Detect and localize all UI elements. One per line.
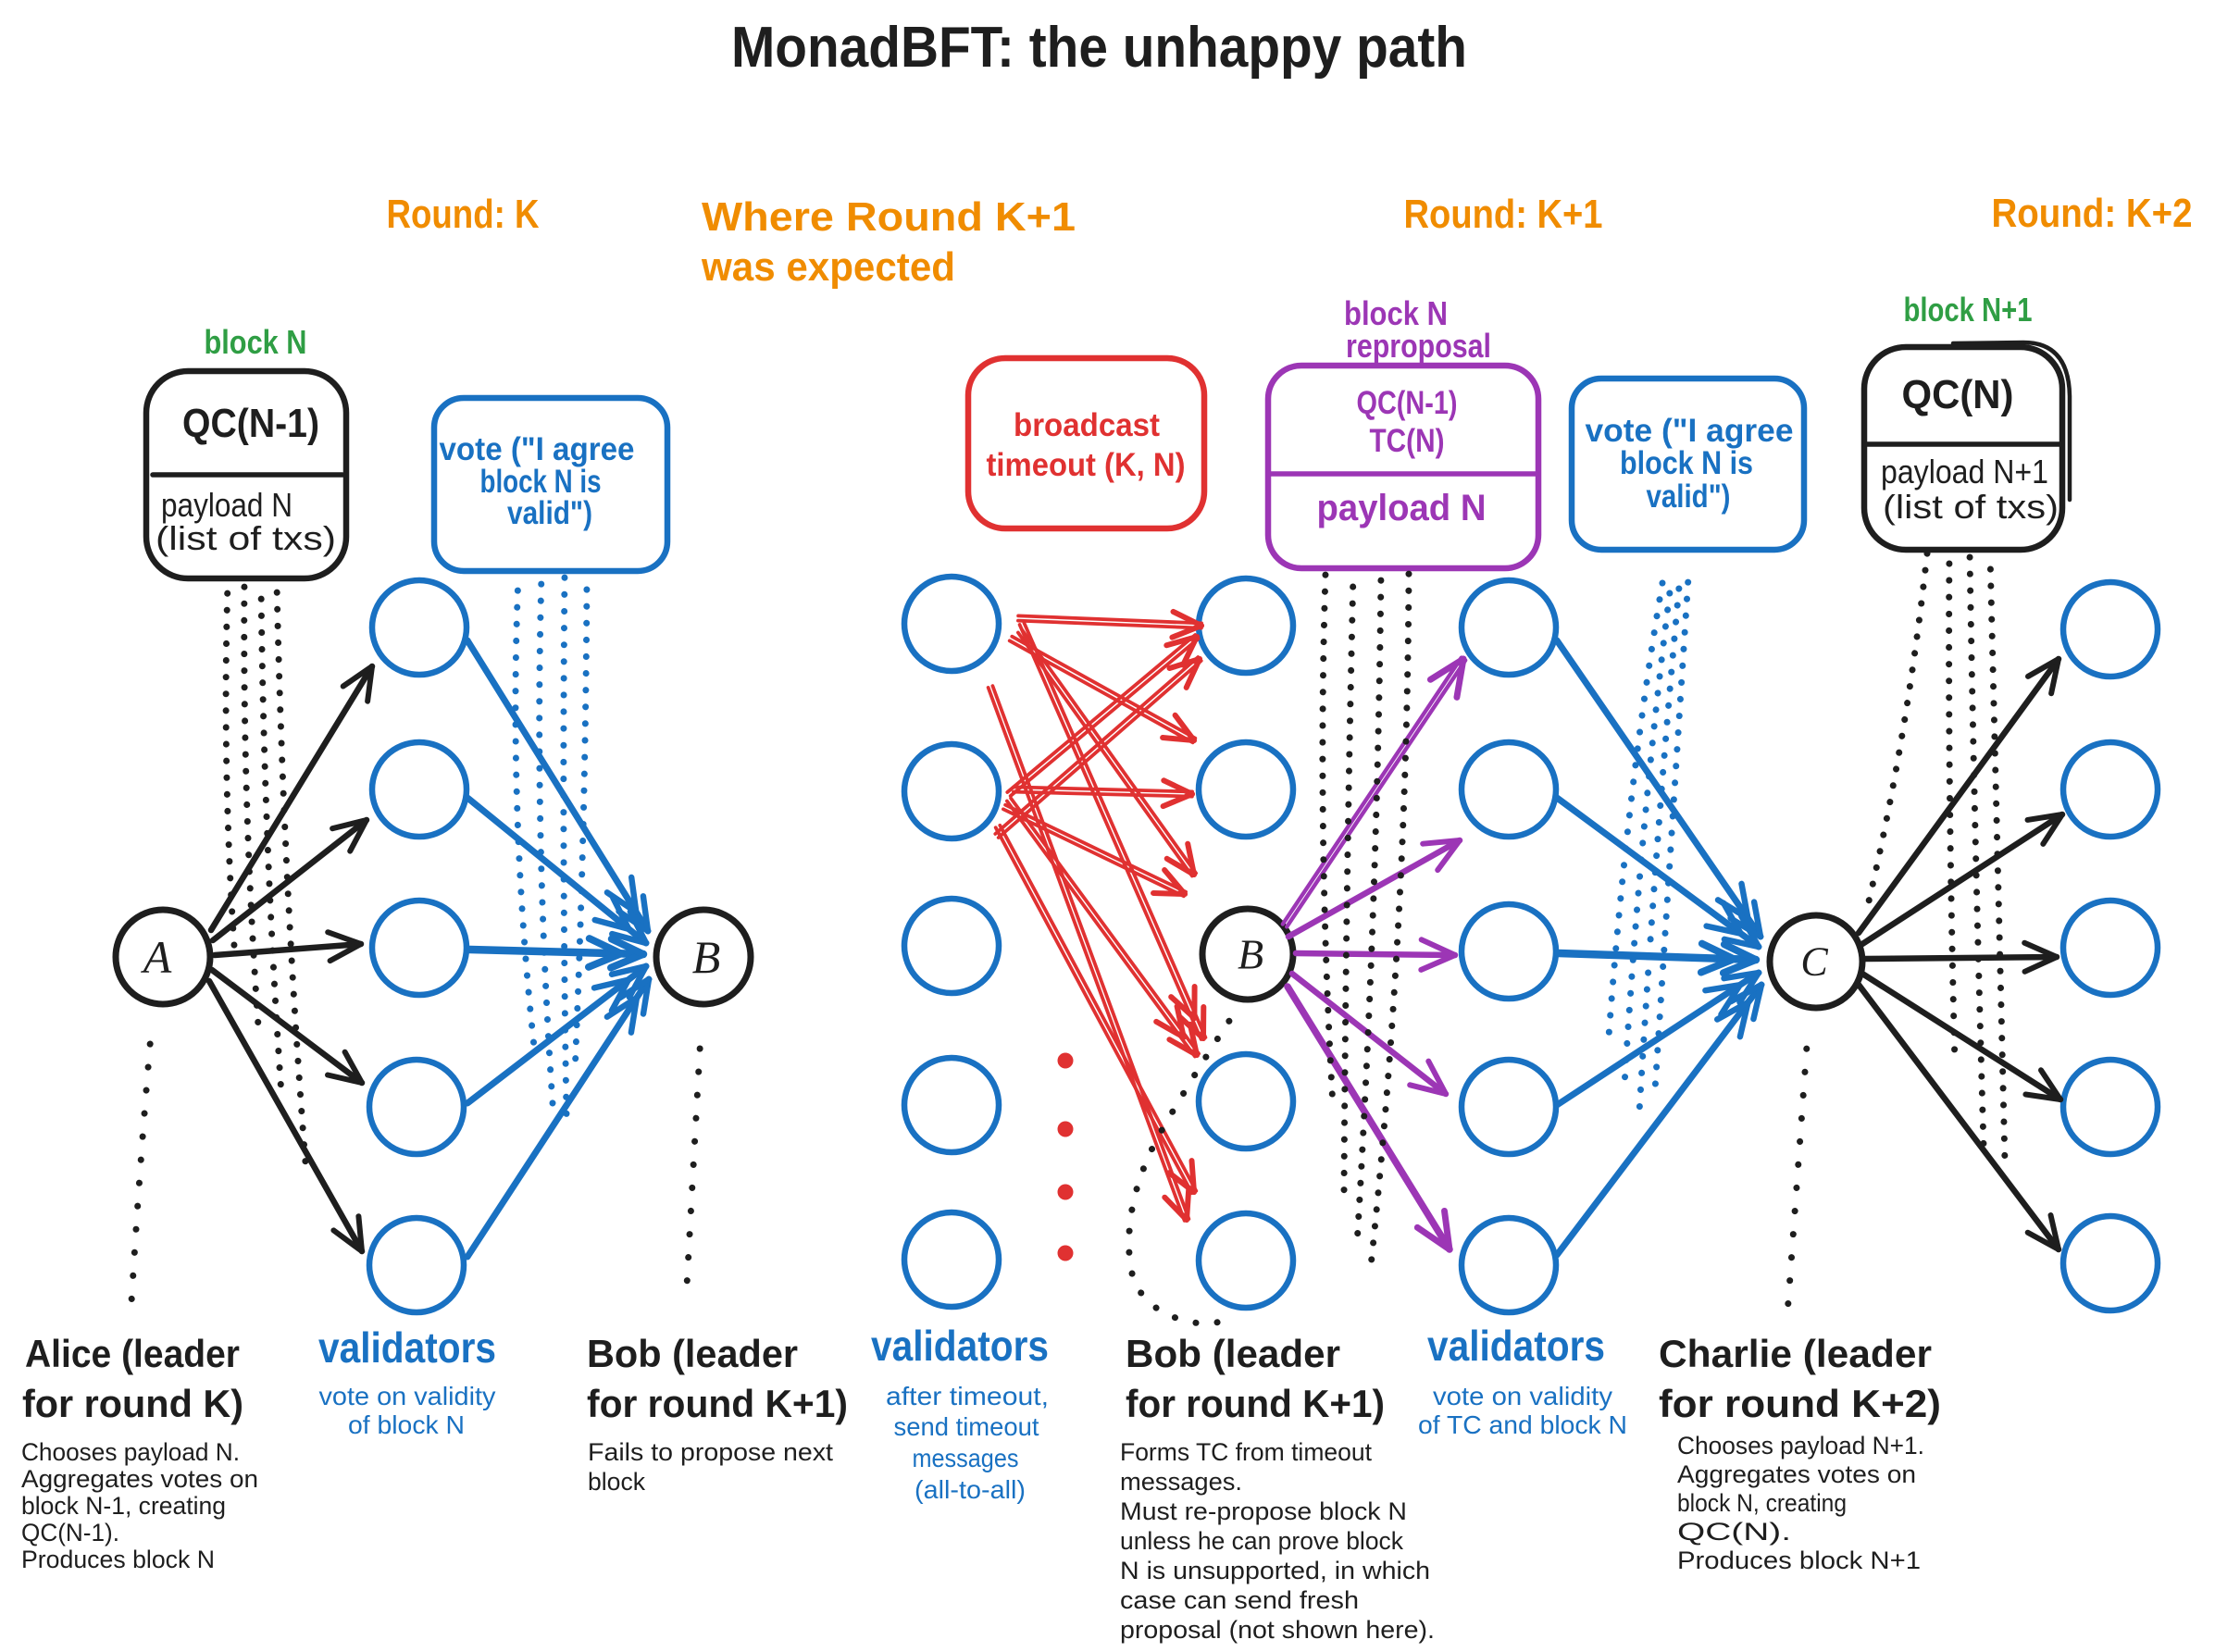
- svg-text:of TC and block N: of TC and block N: [1418, 1410, 1627, 1439]
- svg-text:vote ("I agree: vote ("I agree: [1586, 413, 1794, 449]
- svg-text:(list of txs): (list of txs): [1883, 488, 2059, 526]
- svg-text:block N-1, creating: block N-1, creating: [21, 1492, 226, 1520]
- svg-text:block N: block N: [205, 323, 307, 361]
- svg-text:send timeout: send timeout: [894, 1412, 1039, 1441]
- svg-text:QC(N).: QC(N).: [1677, 1518, 1791, 1546]
- svg-text:messages.: messages.: [1120, 1468, 1242, 1496]
- svg-text:after timeout,: after timeout,: [886, 1382, 1049, 1410]
- svg-text:Aggregates votes on: Aggregates votes on: [1677, 1460, 1916, 1488]
- svg-text:Alice (leader: Alice (leader: [25, 1332, 240, 1375]
- svg-text:Round: K: Round: K: [387, 192, 540, 237]
- svg-text:for round K): for round K): [22, 1382, 243, 1425]
- svg-text:payload N: payload N: [161, 486, 292, 524]
- svg-text:MonadBFT: the unhappy path: MonadBFT: the unhappy path: [731, 16, 1467, 80]
- svg-text:validators: validators: [871, 1322, 1049, 1370]
- svg-text:QC(N-1).: QC(N-1).: [21, 1519, 119, 1546]
- svg-text:unless he can prove block: unless he can prove block: [1120, 1527, 1403, 1555]
- svg-text:of block N: of block N: [348, 1410, 465, 1439]
- svg-text:Fails to propose next: Fails to propose next: [588, 1438, 834, 1466]
- svg-text:vote ("I agree: vote ("I agree: [440, 431, 635, 467]
- svg-text:block N, creating: block N, creating: [1677, 1489, 1847, 1517]
- svg-text:TC(N): TC(N): [1370, 423, 1445, 459]
- svg-text:Where Round K+1: Where Round K+1: [702, 194, 1076, 240]
- svg-text:Chooses payload N.: Chooses payload N.: [21, 1438, 240, 1466]
- svg-text:QC(N): QC(N): [1902, 372, 2014, 417]
- svg-text:B: B: [1238, 931, 1263, 978]
- svg-text:Produces block N: Produces block N: [21, 1546, 215, 1573]
- svg-text:Round: K+1: Round: K+1: [1404, 192, 1603, 237]
- svg-text:for round K+1): for round K+1): [587, 1382, 848, 1425]
- svg-text:was expected: was expected: [701, 244, 955, 290]
- svg-text:QC(N-1): QC(N-1): [182, 401, 319, 446]
- svg-text:block N is: block N is: [480, 464, 602, 500]
- svg-text:for round K+2): for round K+2): [1659, 1382, 1941, 1425]
- svg-text:Chooses payload N+1.: Chooses payload N+1.: [1677, 1432, 1924, 1459]
- svg-text:Must re-propose block N: Must re-propose block N: [1120, 1497, 1407, 1525]
- svg-text:vote on validity: vote on validity: [319, 1382, 496, 1410]
- svg-text:valid"): valid"): [1647, 478, 1731, 515]
- svg-text:reproposal: reproposal: [1346, 327, 1491, 365]
- svg-text:block N+1: block N+1: [1904, 291, 2033, 329]
- svg-text:block: block: [588, 1468, 645, 1496]
- svg-text:Charlie (leader: Charlie (leader: [1659, 1332, 1932, 1375]
- svg-text:valid"): valid"): [507, 495, 592, 531]
- svg-text:QC(N-1): QC(N-1): [1357, 385, 1458, 421]
- svg-text:A: A: [141, 931, 172, 983]
- svg-text:broadcast: broadcast: [1014, 407, 1160, 443]
- svg-text:validators: validators: [1427, 1322, 1605, 1370]
- svg-text:(list of txs): (list of txs): [156, 519, 336, 557]
- svg-text:Forms TC from timeout: Forms TC from timeout: [1120, 1438, 1372, 1466]
- svg-text:vote on validity: vote on validity: [1433, 1382, 1612, 1410]
- svg-text:proposal (not shown here).: proposal (not shown here).: [1120, 1616, 1435, 1644]
- svg-text:C: C: [1800, 939, 1828, 985]
- svg-text:Bob (leader: Bob (leader: [1126, 1332, 1340, 1375]
- svg-text:Bob (leader: Bob (leader: [587, 1332, 798, 1375]
- svg-text:block N: block N: [1344, 294, 1448, 332]
- svg-text:validators: validators: [318, 1323, 496, 1372]
- svg-text:payload N+1: payload N+1: [1881, 453, 2048, 491]
- svg-text:for round K+1): for round K+1): [1126, 1382, 1385, 1425]
- svg-text:N is unsupported, in which: N is unsupported, in which: [1120, 1557, 1430, 1584]
- svg-text:Aggregates votes on: Aggregates votes on: [21, 1465, 258, 1493]
- svg-text:B: B: [692, 931, 721, 983]
- svg-text:Round: K+2: Round: K+2: [1992, 191, 2193, 236]
- svg-text:payload N: payload N: [1317, 488, 1487, 528]
- svg-text:timeout (K, N): timeout (K, N): [987, 447, 1186, 483]
- svg-text:Produces block N+1: Produces block N+1: [1677, 1546, 1921, 1574]
- svg-text:(all-to-all): (all-to-all): [915, 1475, 1026, 1504]
- svg-text:block N is: block N is: [1620, 445, 1753, 481]
- svg-text:case can send fresh: case can send fresh: [1120, 1586, 1359, 1614]
- svg-text:messages: messages: [913, 1444, 1019, 1472]
